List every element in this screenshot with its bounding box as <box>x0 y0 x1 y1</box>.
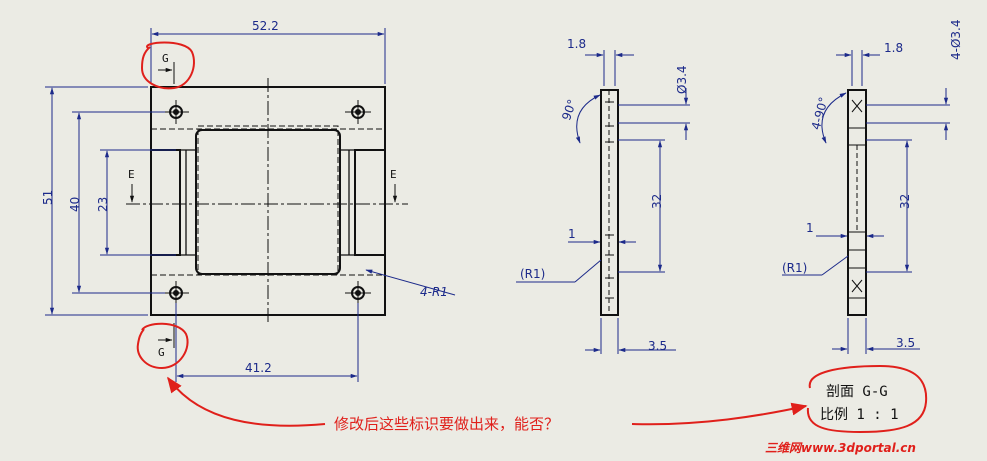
dim-width-top: 52.2 <box>252 19 279 33</box>
section-mark-bottom: G <box>158 346 165 359</box>
section-arrow-top <box>158 62 175 84</box>
side-dim-thickness: 1.8 <box>567 37 586 51</box>
red-markup <box>136 41 928 434</box>
section-dim-gap: 1 <box>806 221 814 235</box>
section-dim-depth: 3.5 <box>896 336 915 350</box>
side-view: 1.8 Ø3.4 90° 32 1 (R1) 3.5 <box>516 37 690 354</box>
markup-question: 修改后这些标识要做出来，能否？ <box>334 415 559 433</box>
side-dim-angle: 90° <box>559 97 579 122</box>
section-scale: 比例 1 : 1 <box>820 407 899 423</box>
section-dim-angle: 4-90° <box>809 96 831 132</box>
dim-height-outer: 51 <box>41 190 55 205</box>
section-dimension-lines <box>782 50 950 354</box>
front-dimension-lines <box>45 28 456 382</box>
dim-height-mid: 40 <box>68 197 82 212</box>
section-dim-thickness: 1.8 <box>884 41 903 55</box>
side-dim-length: 32 <box>650 194 664 209</box>
section-view: 1.8 4-Ø3.4 4-90° 32 1 (R1) 3.5 剖面 G-G 比例… <box>782 20 963 423</box>
section-dim-radius: (R1) <box>782 261 807 275</box>
center-mark-right: E <box>390 168 397 181</box>
markup-arrow-right <box>631 402 808 426</box>
section-dim-hole: 4-Ø3.4 <box>949 20 963 61</box>
side-dim-gap: 1 <box>568 227 576 241</box>
markup-arrow-left <box>167 376 326 427</box>
dim-width-bottom: 41.2 <box>245 361 272 375</box>
section-dim-length: 32 <box>898 194 912 209</box>
side-dim-depth: 3.5 <box>648 339 667 353</box>
dim-height-inner: 23 <box>96 197 110 212</box>
markup-circle-section <box>806 364 928 434</box>
dim-radius: 4-R1 <box>420 285 448 299</box>
side-dimension-lines <box>516 50 690 354</box>
front-centerlines <box>126 78 408 322</box>
markup-circle-top <box>140 41 195 90</box>
section-arrow-bottom <box>158 323 175 348</box>
side-dim-hole: Ø3.4 <box>675 65 689 94</box>
section-title: 剖面 G-G <box>826 384 888 400</box>
side-dim-radius: (R1) <box>520 267 545 281</box>
view-arrows-e <box>129 184 398 203</box>
front-mounting-holes <box>169 105 365 300</box>
front-view: 52.2 51 40 23 41.2 4-R1 G G E E <box>41 19 456 382</box>
watermark: 三维网www.3dportal.cn <box>765 441 916 455</box>
markup-circle-bottom <box>136 322 189 370</box>
center-mark-left: E <box>128 168 135 181</box>
section-mark-top: G <box>162 52 169 65</box>
